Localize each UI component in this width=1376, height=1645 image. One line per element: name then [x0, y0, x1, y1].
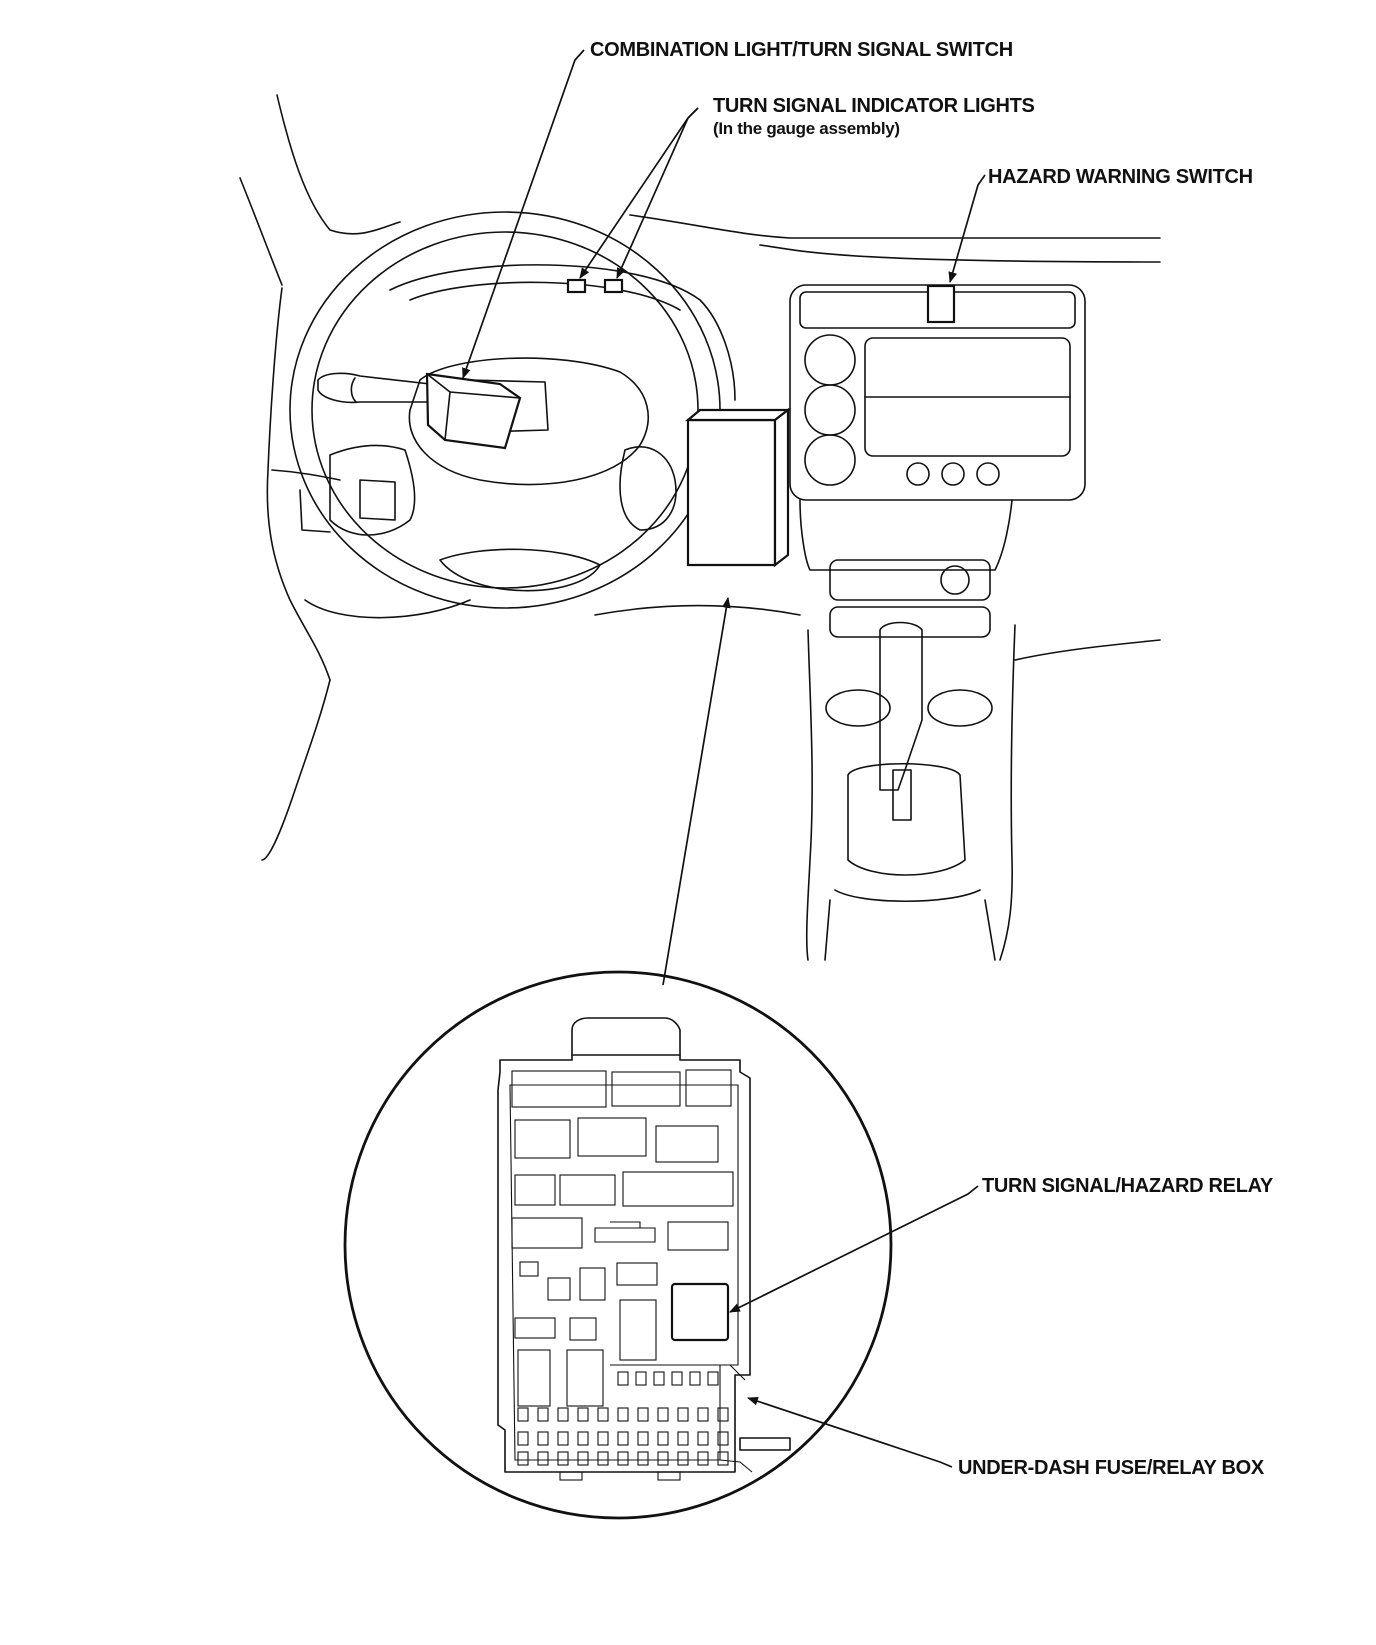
fuse-slot — [657, 1451, 669, 1466]
fuse-slot — [717, 1407, 729, 1422]
fuse-slot — [517, 1451, 529, 1466]
fuse-slot — [653, 1371, 665, 1386]
fuse-relay-box-detail — [497, 1017, 791, 1481]
fuse-slot — [637, 1431, 649, 1446]
fuse-box-in-dash — [684, 407, 792, 568]
fuse-slot — [677, 1431, 689, 1446]
fuse-grid — [517, 1371, 729, 1466]
fuse-slot — [717, 1431, 729, 1446]
fuse-slot — [577, 1407, 589, 1422]
fuse-slot — [617, 1407, 629, 1422]
fuse-slot — [707, 1371, 719, 1386]
label-fuse-box: UNDER-DASH FUSE/RELAY BOX — [958, 1457, 1264, 1479]
label-hazard-relay: TURN SIGNAL/HAZARD RELAY — [982, 1175, 1273, 1197]
fuse-slot — [637, 1451, 649, 1466]
leader-lines — [462, 49, 986, 1468]
fuse-slot — [597, 1451, 609, 1466]
label-hazard-switch: HAZARD WARNING SWITCH — [988, 166, 1253, 188]
fuse-slot — [617, 1371, 629, 1386]
magnified-view-circle — [343, 970, 893, 1520]
fuse-slot — [671, 1371, 683, 1386]
fuse-slot — [537, 1451, 549, 1466]
fuse-slot — [537, 1407, 549, 1422]
fuse-slot — [657, 1407, 669, 1422]
turn-indicator-lights — [566, 278, 624, 294]
dashboard-outline — [239, 94, 1161, 861]
label-indicator-lights-note: (In the gauge assembly) — [713, 119, 900, 138]
fuse-slot — [697, 1431, 709, 1446]
fuse-slot — [557, 1407, 569, 1422]
fuse-slot — [597, 1407, 609, 1422]
fuse-slot — [637, 1407, 649, 1422]
steering-wheel — [289, 211, 736, 609]
fuse-slot — [677, 1451, 689, 1466]
fuse-slot — [617, 1451, 629, 1466]
fuse-slot — [635, 1371, 647, 1386]
combination-switch-box — [425, 372, 522, 450]
label-indicator-lights: TURN SIGNAL INDICATOR LIGHTS — [713, 95, 1035, 117]
fuse-slot — [677, 1407, 689, 1422]
fuse-slot — [717, 1451, 729, 1466]
fuse-slot — [689, 1371, 701, 1386]
fuse-slot — [557, 1431, 569, 1446]
fuse-slot — [657, 1431, 669, 1446]
fuse-slot — [617, 1431, 629, 1446]
fuse-slot — [597, 1431, 609, 1446]
fuse-slot — [577, 1431, 589, 1446]
label-combination-switch: COMBINATION LIGHT/TURN SIGNAL SWITCH — [590, 39, 1013, 61]
center-console — [789, 284, 1161, 961]
fuse-slot — [577, 1451, 589, 1466]
fuse-slot — [517, 1431, 529, 1446]
fuse-slot — [697, 1407, 709, 1422]
fuse-slot — [517, 1407, 529, 1422]
fuse-slot — [697, 1451, 709, 1466]
fuse-slot — [537, 1431, 549, 1446]
fuse-slot — [557, 1451, 569, 1466]
